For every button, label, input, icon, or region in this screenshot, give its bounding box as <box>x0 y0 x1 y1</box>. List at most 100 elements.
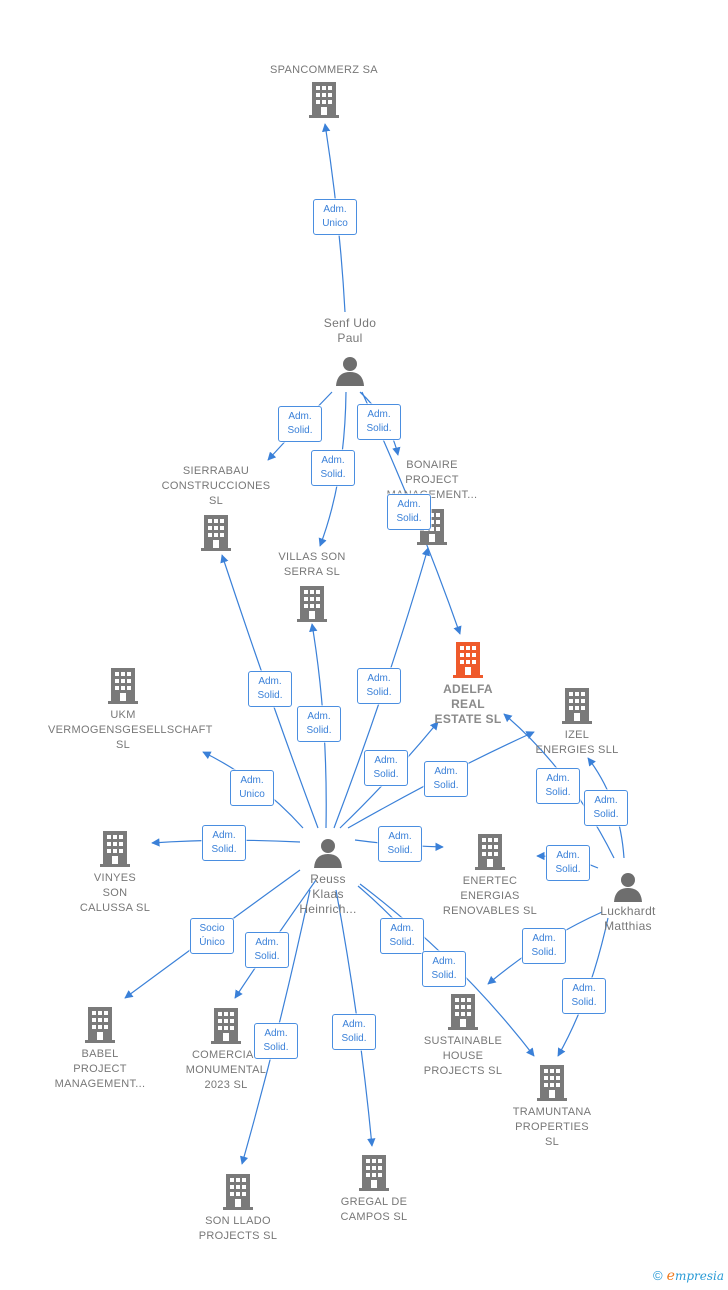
person-label-line: Senf Udo <box>323 316 377 330</box>
company-label-line: HOUSE <box>442 1050 484 1062</box>
building-icon <box>297 586 327 622</box>
company-label-line: PROPERTIES <box>515 1121 589 1133</box>
relation-badge[interactable]: Adm.Unico <box>230 770 274 806</box>
relation-type: Solid. <box>373 769 399 780</box>
relation-badge[interactable]: Adm.Solid. <box>248 671 292 707</box>
company-izel-energies[interactable]: IZEL ENERGIES SLL <box>502 688 652 758</box>
relation-type: Solid. <box>254 951 280 962</box>
building-icon <box>108 668 138 704</box>
relation-type: Solid. <box>320 469 346 480</box>
relation-badge[interactable]: Adm.Solid. <box>332 1014 376 1050</box>
relation-role: Adm. <box>397 499 421 510</box>
relation-badge[interactable]: Adm.Solid. <box>245 932 289 968</box>
company-vinyes-son-calussa[interactable]: VINYES SON CALUSSA SL <box>40 831 190 916</box>
relation-badge[interactable]: Adm.Solid. <box>424 761 468 797</box>
relation-badge[interactable]: Adm.Solid. <box>254 1023 298 1059</box>
company-sustainable-house[interactable]: SUSTAINABLE HOUSE PROJECTS SL <box>388 994 538 1079</box>
relation-badge[interactable]: Adm.Solid. <box>311 450 355 486</box>
company-bonaire[interactable]: BONAIRE PROJECT MANAGEMENT... <box>357 458 507 545</box>
company-label-line: BABEL <box>81 1048 119 1060</box>
relation-role: Adm. <box>323 204 347 215</box>
company-label-line: ENERGIES SLL <box>535 744 619 756</box>
company-label-line: GREGAL DE <box>340 1196 408 1208</box>
relation-badge[interactable]: Adm.Solid. <box>546 845 590 881</box>
relation-role: Adm. <box>367 409 391 420</box>
relation-badge[interactable]: Adm.Solid. <box>202 825 246 861</box>
relation-badge[interactable]: Adm.Solid. <box>522 928 566 964</box>
company-tramuntana[interactable]: TRAMUNTANA PROPERTIES SL <box>477 1065 627 1150</box>
relation-type: Unico <box>239 789 265 800</box>
company-label-line: 2023 SL <box>204 1079 248 1091</box>
relation-role: Adm. <box>388 831 412 842</box>
company-label-line: MANAGEMENT... <box>54 1078 146 1090</box>
company-babel-project[interactable]: BABEL PROJECT MANAGEMENT... <box>25 1007 175 1092</box>
company-spancommerz[interactable]: SPANCOMMERZ SA <box>249 63 399 118</box>
relation-badge[interactable]: Adm.Solid. <box>422 951 466 987</box>
relation-badge[interactable]: Adm.Solid. <box>297 706 341 742</box>
relation-type: Solid. <box>341 1033 367 1044</box>
building-icon <box>309 82 339 118</box>
person-label-line: Klaas <box>312 887 344 901</box>
relation-type: Solid. <box>389 937 415 948</box>
company-label-line: SON <box>102 887 128 899</box>
relation-type: Solid. <box>433 780 459 791</box>
relation-badge[interactable]: Adm.Solid. <box>387 494 431 530</box>
company-son-llado[interactable]: SON LLADO PROJECTS SL <box>163 1174 313 1244</box>
relation-badge[interactable]: Adm.Solid. <box>536 768 580 804</box>
company-label-line: UKM <box>110 709 136 721</box>
person-senf-udo-paul[interactable]: Senf Udo Paul <box>275 316 425 386</box>
building-icon-highlighted <box>453 642 483 678</box>
company-sierrabau[interactable]: SIERRABAU CONSTRUCCIONES SL <box>141 464 291 551</box>
company-gregal-de-campos[interactable]: GREGAL DE CAMPOS SL <box>299 1155 449 1225</box>
relation-type: Solid. <box>306 725 332 736</box>
relation-type: Solid. <box>366 687 392 698</box>
company-comercial-monumental[interactable]: COMERCIAL MONUMENTAL 2023 SL <box>151 1008 301 1093</box>
relation-badge[interactable]: Adm.Solid. <box>357 668 401 704</box>
relation-badge[interactable]: Adm.Solid. <box>380 918 424 954</box>
relation-role: Socio <box>199 923 225 934</box>
company-label-line: COMERCIAL <box>191 1049 261 1061</box>
relation-badge[interactable]: Adm.Solid. <box>278 406 322 442</box>
company-label-line: VERMOGENSGESELLSCHAFT <box>48 724 213 736</box>
person-label-line: Paul <box>337 331 363 345</box>
building-icon <box>475 834 505 870</box>
relation-badge[interactable]: Adm. Solid. <box>357 404 401 440</box>
relation-badge[interactable]: Adm.Solid. <box>562 978 606 1014</box>
building-icon <box>211 1008 241 1044</box>
company-ukm[interactable]: UKM VERMOGENSGESELLSCHAFT SL <box>48 668 213 753</box>
company-label-line: MONUMENTAL <box>185 1064 267 1076</box>
company-label-line: PROJECT <box>73 1063 127 1075</box>
person-reuss-klaas-heinrich[interactable]: Reuss Klaas Heinrich... <box>253 838 403 917</box>
relation-badge[interactable]: Adm.Solid. <box>584 790 628 826</box>
person-icon <box>314 839 342 868</box>
company-label-line: SL <box>544 1136 560 1148</box>
person-luckhardt-matthias[interactable]: Luckhardt Matthias <box>553 872 703 934</box>
company-adelfa-real-estate[interactable]: ADELFA REAL ESTATE SL <box>393 642 543 727</box>
relation-type: Solid. <box>431 970 457 981</box>
company-label-line: VILLAS SON <box>278 551 346 563</box>
brand-logo-e: e <box>666 1268 675 1284</box>
relation-type: Solid. <box>387 845 413 856</box>
company-label-line: PROJECT <box>405 474 459 486</box>
relation-role: Adm. <box>556 850 580 861</box>
relation-badge[interactable]: Adm.Unico <box>313 199 357 235</box>
company-label-line: PROJECTS SL <box>198 1230 278 1242</box>
building-icon <box>223 1174 253 1210</box>
relation-badge[interactable]: Adm.Solid. <box>364 750 408 786</box>
company-label-line: VINYES <box>93 872 137 884</box>
relation-badge[interactable]: Adm. Solid. <box>378 826 422 862</box>
company-enertec[interactable]: ENERTEC ENERGIAS RENOVABLES SL <box>415 834 565 919</box>
relation-type: Solid. <box>366 423 392 434</box>
company-villas-son-serra[interactable]: VILLAS SON SERRA SL <box>237 550 387 622</box>
company-label-line: RENOVABLES SL <box>442 905 538 917</box>
relation-type: Solid. <box>545 787 571 798</box>
company-label-line: CALUSSA SL <box>79 902 151 914</box>
building-icon <box>448 994 478 1030</box>
building-icon <box>359 1155 389 1191</box>
building-icon <box>85 1007 115 1043</box>
person-icon <box>336 357 364 386</box>
company-label-line: REAL <box>451 697 485 711</box>
person-label-line: Luckhardt <box>600 904 656 918</box>
